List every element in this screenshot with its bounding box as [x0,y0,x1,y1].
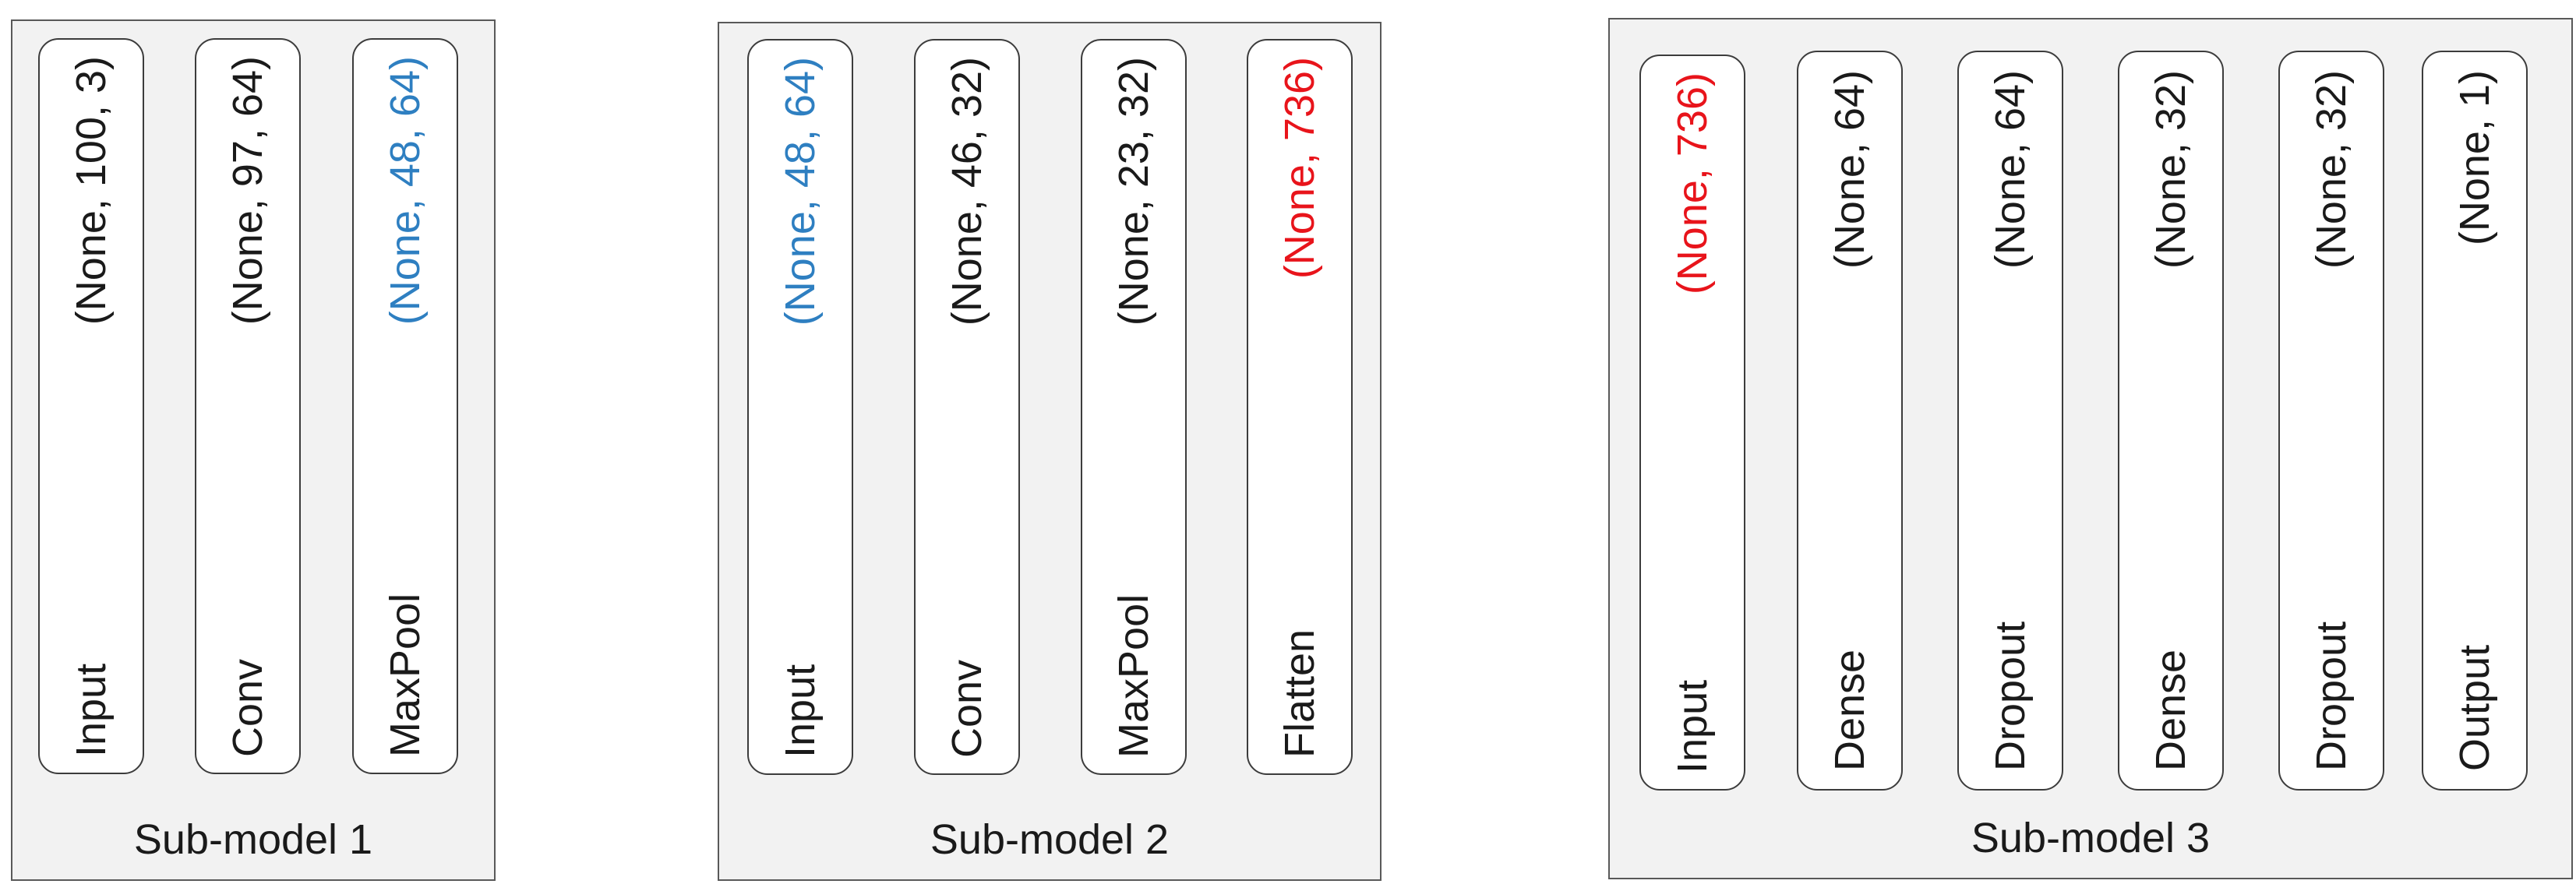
layer-name: Dense [1826,649,1873,771]
layer-input: Input (None, 100, 3) [38,38,144,774]
layer-shape: (None, 1) [2451,70,2498,246]
layer-name: Input [777,664,824,758]
layer-dense: Dense (None, 32) [2118,51,2224,791]
layer-name: Input [68,663,115,757]
submodel-title: Sub-model 2 [930,816,1170,863]
layer-name: Dropout [1987,621,2034,771]
layer-shape: (None, 48, 64) [382,55,429,325]
layer-name: Output [2451,644,2498,771]
layer-shape: (None, 64) [1987,70,2034,269]
layer-shape: (None, 23, 32) [1110,56,1157,326]
layer-shape: (None, 46, 32) [944,56,990,326]
layer-flatten: Flatten (None, 736) [1247,39,1353,775]
submodel-title: Sub-model 1 [133,816,373,863]
submodel-2-panel: Input (None, 48, 64) Conv (None, 46, 32) M… [718,22,1382,881]
submodel-3-panel: Input (None, 736) Dense (None, 64) Dropout… [1608,18,2573,879]
layer-shape: (None, 32) [2147,70,2194,269]
layer-maxpool: MaxPool (None, 23, 32) [1081,39,1187,775]
layer-shape: (None, 736) [1276,56,1323,279]
layer-maxpool: MaxPool (None, 48, 64) [352,38,458,774]
submodel-1-panel: Input (None, 100, 3) Conv (None, 97, 64) M… [11,19,496,881]
layer-conv: Conv (None, 46, 32) [914,39,1020,775]
layer-name: Dropout [2308,621,2355,771]
layer-input: Input (None, 48, 64) [747,39,853,775]
submodel-title: Sub-model 3 [1971,815,2211,861]
layer-name: Conv [944,659,990,758]
layer-dropout: Dropout (None, 64) [1957,51,2063,791]
layer-shape: (None, 736) [1669,72,1716,294]
layer-name: Dense [2147,649,2194,771]
layer-shape: (None, 64) [1826,70,1873,269]
layer-output: Output (None, 1) [2422,51,2528,791]
layer-shape: (None, 97, 64) [224,55,271,325]
layer-input: Input (None, 736) [1639,55,1745,791]
layer-name: MaxPool [1110,593,1157,758]
layer-shape: (None, 32) [2308,70,2355,269]
layer-dense: Dense (None, 64) [1797,51,1903,791]
layer-name: Conv [224,658,271,757]
layer-shape: (None, 100, 3) [68,55,115,325]
layer-shape: (None, 48, 64) [777,56,824,326]
layer-conv: Conv (None, 97, 64) [195,38,301,774]
layer-name: Flatten [1276,629,1323,758]
layer-name: MaxPool [382,593,429,757]
layer-name: Input [1669,679,1716,773]
layer-dropout: Dropout (None, 32) [2278,51,2384,791]
